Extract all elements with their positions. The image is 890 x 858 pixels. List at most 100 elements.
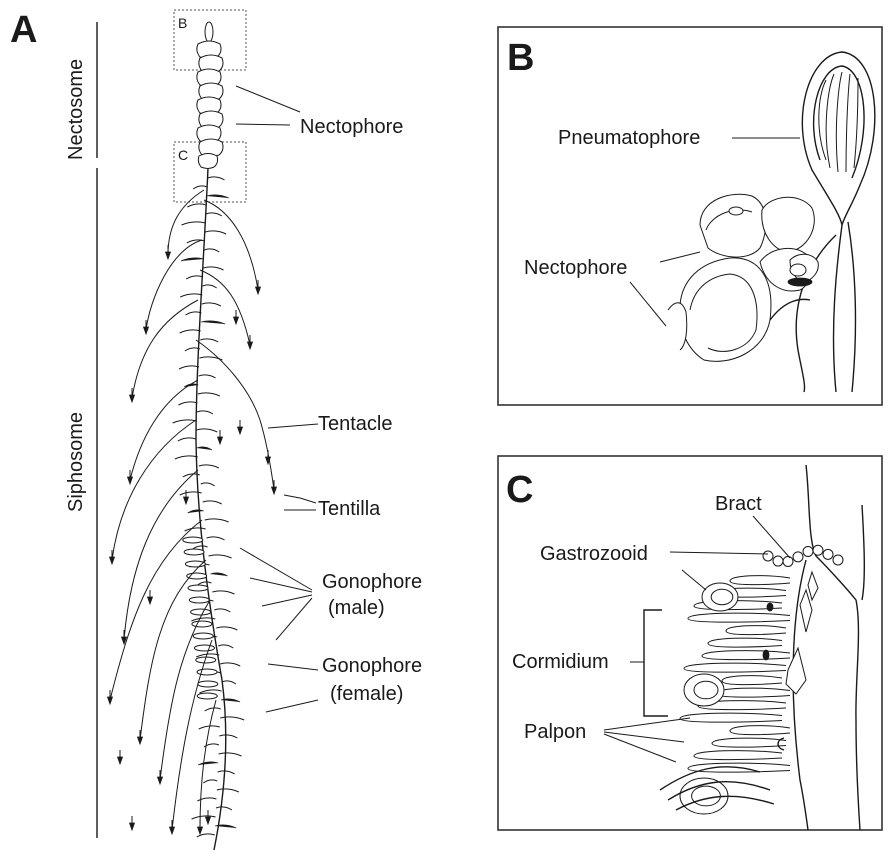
bract-lobe — [823, 549, 833, 559]
zooid — [187, 204, 206, 207]
tentillum — [138, 737, 143, 744]
zooid — [180, 294, 202, 297]
zooid — [198, 762, 218, 765]
gonophore — [197, 669, 217, 675]
zooid — [185, 312, 201, 315]
zooid — [193, 186, 207, 189]
tentillum — [108, 697, 113, 704]
colony-pneumatophore — [205, 22, 213, 42]
zooid — [214, 609, 230, 612]
tentillum — [148, 597, 153, 604]
siphosome-label: Siphosome — [65, 412, 87, 512]
leader-gastrozooid-1 — [670, 552, 768, 554]
label-tentacle: Tentacle — [318, 413, 393, 435]
tentillum — [128, 477, 133, 484]
gonophore — [193, 633, 213, 639]
leader-gonophore-male — [240, 548, 312, 640]
zooid — [220, 717, 244, 720]
gonophore — [189, 597, 209, 603]
zooid — [197, 447, 212, 450]
label-gastrozooid: Gastrozooid — [540, 543, 648, 565]
zooid — [198, 393, 220, 396]
tentillum — [256, 287, 261, 294]
label-gonophore-male-1: Gonophore — [322, 571, 422, 593]
bract-lobe — [803, 546, 813, 556]
leader-nectophore-b1 — [660, 252, 700, 262]
label-bract: Bract — [715, 493, 762, 515]
palpon — [688, 613, 790, 622]
zooid — [216, 627, 237, 630]
tentillum — [218, 437, 223, 444]
zooid — [218, 771, 235, 774]
zooid — [203, 285, 217, 288]
panel-a: A Nectosome Siphosome B C — [10, 9, 422, 850]
zooid — [218, 645, 233, 648]
tentillum — [166, 252, 171, 259]
tentillum — [248, 342, 253, 349]
zooid — [178, 402, 197, 405]
zooid — [202, 303, 221, 306]
nectophore-stack — [197, 41, 223, 169]
tentillum — [144, 327, 149, 334]
zooid — [196, 654, 219, 657]
zooid — [209, 555, 232, 558]
tentacles — [110, 190, 274, 830]
zooid — [197, 834, 215, 837]
zooid — [201, 483, 215, 486]
leader-tentilla — [284, 495, 316, 510]
dark-spot — [763, 650, 769, 660]
label-gonophore-male-2: (male) — [328, 597, 385, 619]
leader-bract — [753, 516, 790, 558]
zooid — [203, 780, 217, 783]
zooid — [205, 708, 221, 711]
bract-lobe — [793, 552, 803, 562]
zooid — [178, 438, 196, 441]
palpon — [702, 651, 790, 660]
label-pneumatophore: Pneumatophore — [558, 127, 700, 149]
tentillum — [170, 827, 175, 834]
inset-box-b-letter: B — [178, 15, 187, 31]
tentillum — [158, 777, 163, 784]
zooid — [220, 663, 240, 666]
gonophore — [188, 585, 208, 591]
c-stem-edge — [862, 505, 864, 600]
zooid — [181, 258, 204, 261]
zooid — [207, 195, 229, 198]
palpon — [730, 576, 790, 585]
label-palpon: Palpon — [524, 721, 586, 743]
zooid — [219, 735, 237, 738]
bract-lobe — [783, 556, 793, 566]
zooid — [205, 231, 226, 234]
zooid — [212, 591, 234, 594]
zooid — [222, 681, 236, 684]
leader-nectophore-b2 — [630, 282, 666, 326]
zooid — [206, 213, 222, 216]
zooid — [200, 339, 218, 342]
palpon — [726, 626, 786, 635]
zooid — [205, 519, 229, 522]
zooid — [185, 348, 200, 351]
tentillum — [110, 557, 115, 564]
tentillum — [272, 487, 277, 494]
zooid — [188, 510, 204, 513]
tentillum — [130, 395, 135, 402]
zooid — [204, 249, 219, 252]
bract-lobe — [833, 555, 843, 565]
gonophore — [187, 573, 207, 579]
gonophore — [192, 621, 212, 627]
palpon — [730, 726, 790, 735]
palpon — [716, 688, 790, 697]
palpon — [708, 638, 782, 647]
zooid — [208, 177, 225, 180]
gonophore — [185, 561, 205, 567]
siphosome-zooids — [173, 177, 245, 837]
leader-nectophore-a1 — [236, 86, 300, 112]
zooid — [186, 276, 203, 279]
cormidium-bracket — [644, 610, 668, 716]
gonophore — [191, 609, 211, 615]
leader-gonophore-female — [266, 664, 318, 712]
zooid — [180, 330, 201, 333]
bract-shape — [800, 590, 812, 632]
leader-palpon — [604, 718, 690, 762]
zooid — [182, 222, 206, 225]
